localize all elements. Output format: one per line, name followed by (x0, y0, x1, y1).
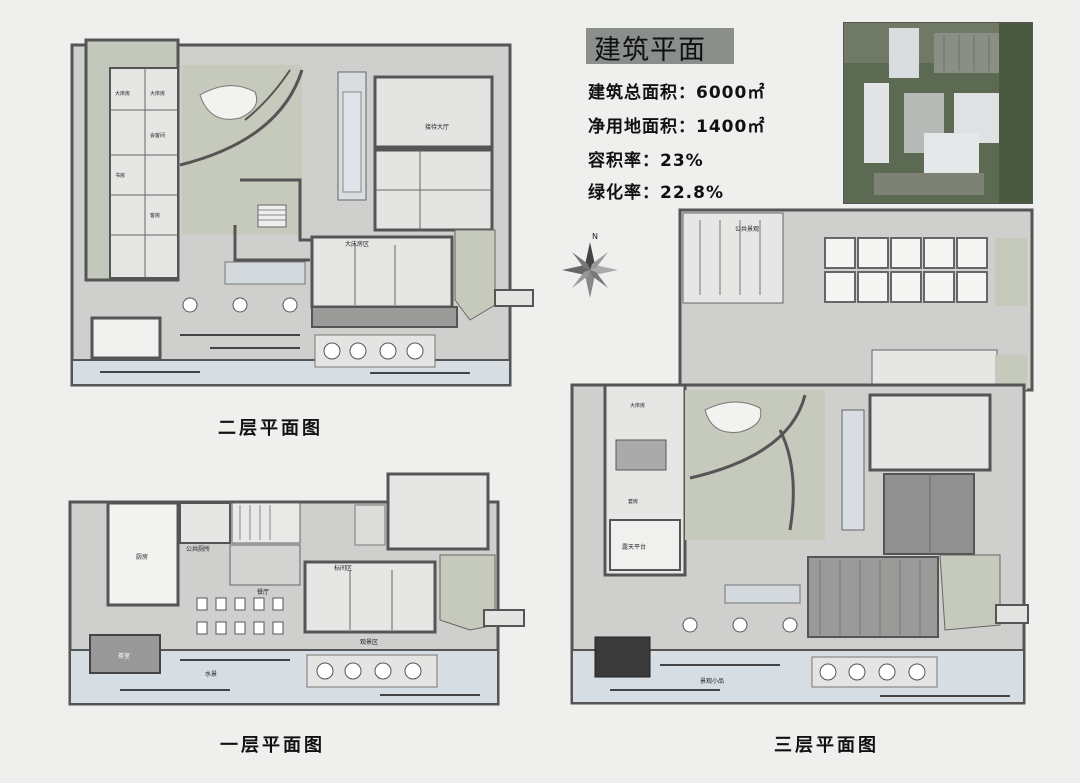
floor3-label-room1: 大床房 (630, 403, 646, 409)
floor3-label-garden: 景观小品 (700, 678, 725, 685)
title-background (586, 28, 734, 64)
floor1-label-kitchen: 厨房 (136, 554, 149, 561)
stat-plot-ratio: 容积率：23% (588, 151, 704, 171)
floor2-label-bigbed: 大床房区 (345, 241, 370, 248)
floor2-label-room3: 会客间 (150, 133, 166, 139)
floor3-label-room2: 套房 (628, 499, 639, 505)
floor3-label-terrace: 露天平台 (622, 544, 647, 551)
floor1-label-standard: 标间区 (334, 565, 353, 572)
north-label: N (592, 232, 598, 241)
floor1-plan (68, 472, 525, 706)
caption-floor3: 三层平面图 (774, 735, 879, 756)
stat-green-ratio: 绿化率：22.8% (588, 183, 724, 203)
floor2-label-room1: 大床房 (115, 91, 131, 97)
floor2-label-room4: 书房 (115, 173, 126, 179)
floor2-label-reception: 接待大厅 (425, 124, 450, 131)
floor1-label-water: 水景 (205, 671, 218, 678)
site-aerial-photo (843, 22, 1033, 204)
floor1-label-tea: 茶室 (118, 653, 131, 660)
floor3-label-public: 公共景观 (735, 226, 760, 233)
page-title: 建筑平面 (594, 35, 706, 66)
floor1-label-view: 观景区 (360, 639, 379, 646)
floor1-label-toilet: 公共厕所 (186, 546, 211, 553)
stat-total-area: 建筑总面积：6000㎡ (588, 83, 766, 103)
caption-floor2: 二层平面图 (218, 418, 323, 439)
stat-net-area: 净用地面积：1400㎡ (588, 117, 766, 137)
floor3-plan (570, 208, 1034, 705)
floor2-label-room2: 大床房 (150, 91, 166, 97)
caption-floor1: 一层平面图 (220, 735, 325, 756)
north-arrow-icon (562, 242, 618, 298)
floor1-label-dining: 餐厅 (257, 589, 270, 596)
floor2-plan (70, 38, 534, 387)
floor2-label-room5: 客房 (150, 213, 161, 219)
